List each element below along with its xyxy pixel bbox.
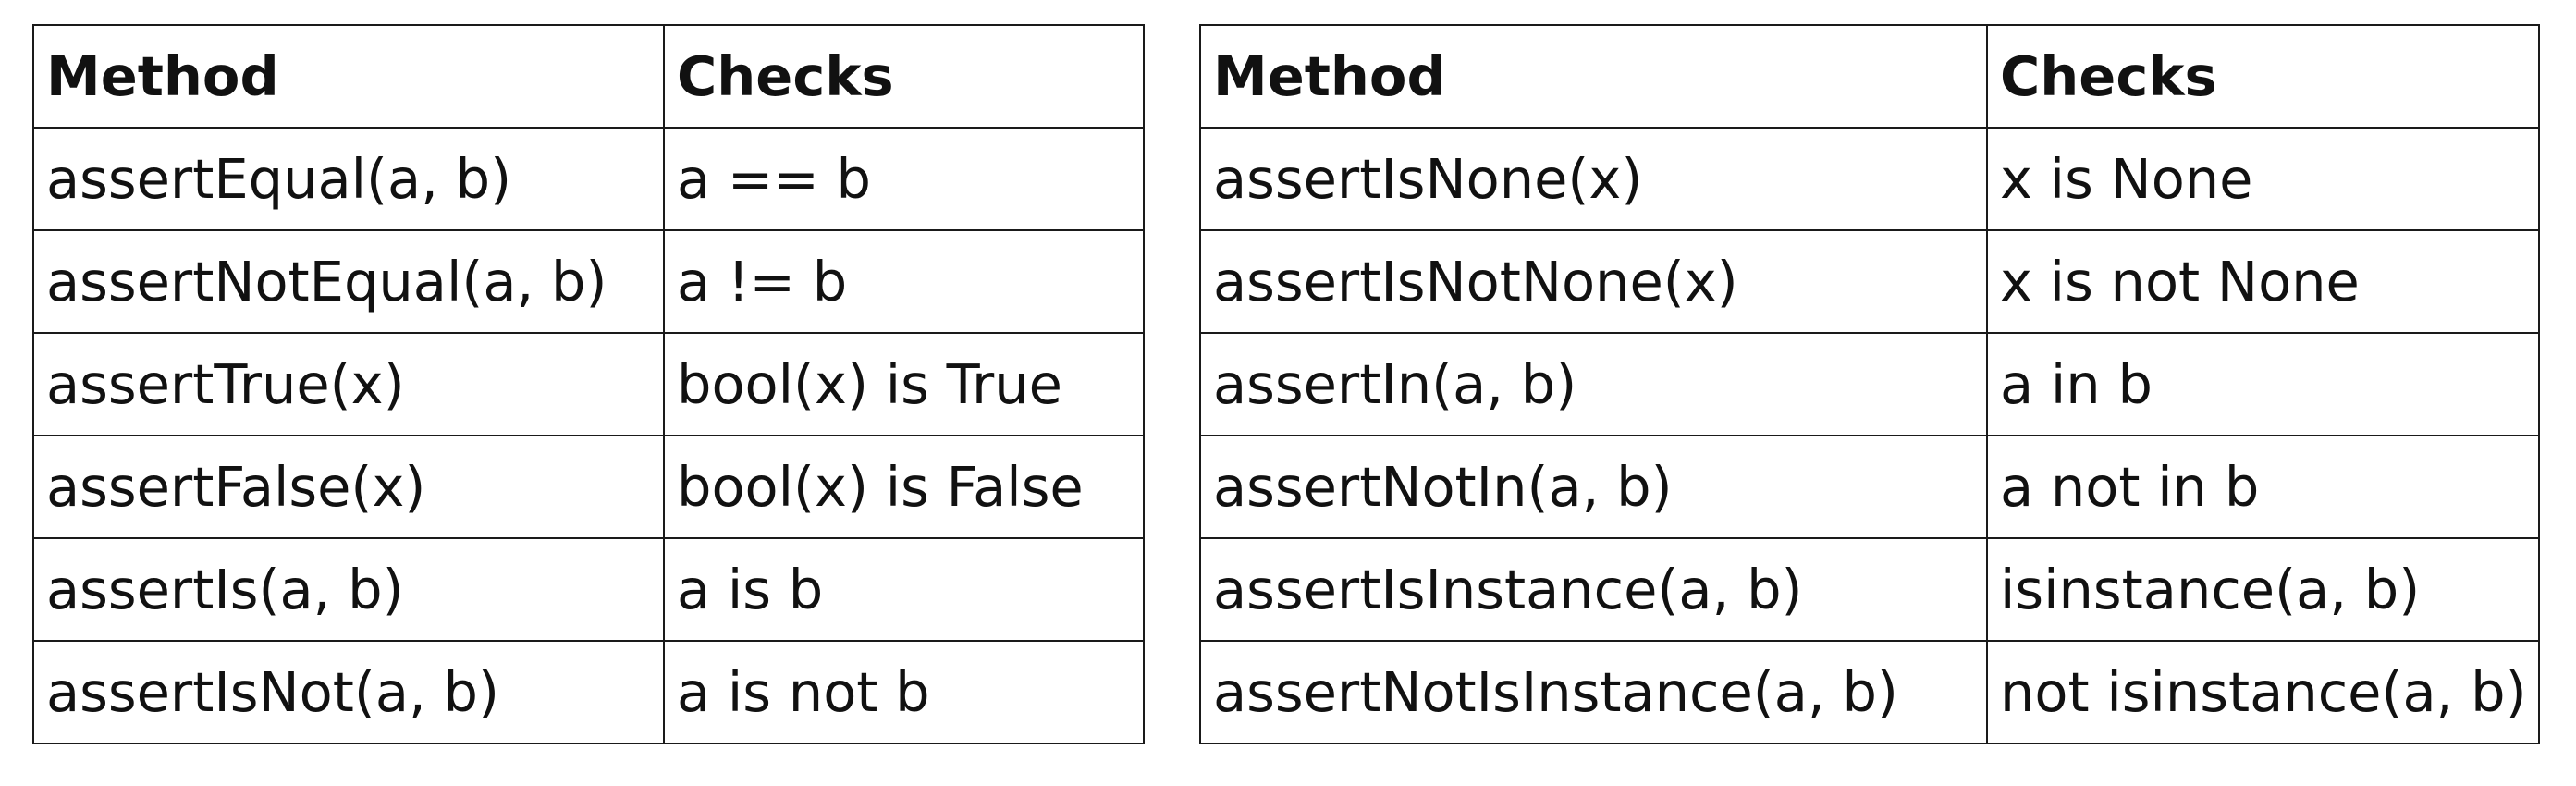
checks-cell: x is None [1986, 127, 2540, 231]
column-header-checks: Checks [663, 24, 1145, 129]
table-row: assertIn(a, b) a in b [1199, 332, 2540, 436]
checks-cell: isinstance(a, b) [1986, 537, 2540, 642]
table-row: assertNotIn(a, b) a not in b [1199, 435, 2540, 539]
method-cell: assertIsNone(x) [1199, 127, 1988, 231]
checks-cell: not isinstance(a, b) [1986, 640, 2540, 744]
assert-methods-table-left: Method Checks assertEqual(a, b) a == b a… [32, 24, 1145, 744]
table-row: assertIsInstance(a, b) isinstance(a, b) [1199, 537, 2540, 642]
checks-cell: a in b [1986, 332, 2540, 436]
method-cell: assertNotIn(a, b) [1199, 435, 1988, 539]
table-row: assertNotIsInstance(a, b) not isinstance… [1199, 640, 2540, 744]
column-header-method: Method [1199, 24, 1988, 129]
method-cell: assertNotEqual(a, b) [32, 229, 665, 334]
column-header-method: Method [32, 24, 665, 129]
table-row: assertIs(a, b) a is b [32, 537, 1145, 642]
checks-cell: a is b [663, 537, 1145, 642]
table-header-row: Method Checks [32, 24, 1145, 129]
method-cell: assertIs(a, b) [32, 537, 665, 642]
checks-cell: a != b [663, 229, 1145, 334]
table-row: assertIsNotNone(x) x is not None [1199, 229, 2540, 334]
method-cell: assertIsNot(a, b) [32, 640, 665, 744]
checks-cell: x is not None [1986, 229, 2540, 334]
table-header-row: Method Checks [1199, 24, 2540, 129]
method-cell: assertIn(a, b) [1199, 332, 1988, 436]
checks-cell: bool(x) is False [663, 435, 1145, 539]
table-row: assertNotEqual(a, b) a != b [32, 229, 1145, 334]
assert-methods-table-right: Method Checks assertIsNone(x) x is None … [1199, 24, 2540, 744]
table-row: assertIsNot(a, b) a is not b [32, 640, 1145, 744]
table-row: assertTrue(x) bool(x) is True [32, 332, 1145, 436]
checks-cell: a == b [663, 127, 1145, 231]
table-row: assertFalse(x) bool(x) is False [32, 435, 1145, 539]
checks-cell: a not in b [1986, 435, 2540, 539]
table-row: assertEqual(a, b) a == b [32, 127, 1145, 231]
method-cell: assertTrue(x) [32, 332, 665, 436]
column-header-checks: Checks [1986, 24, 2540, 129]
method-cell: assertEqual(a, b) [32, 127, 665, 231]
checks-cell: a is not b [663, 640, 1145, 744]
method-cell: assertIsNotNone(x) [1199, 229, 1988, 334]
method-cell: assertNotIsInstance(a, b) [1199, 640, 1988, 744]
method-cell: assertFalse(x) [32, 435, 665, 539]
method-cell: assertIsInstance(a, b) [1199, 537, 1988, 642]
checks-cell: bool(x) is True [663, 332, 1145, 436]
table-row: assertIsNone(x) x is None [1199, 127, 2540, 231]
